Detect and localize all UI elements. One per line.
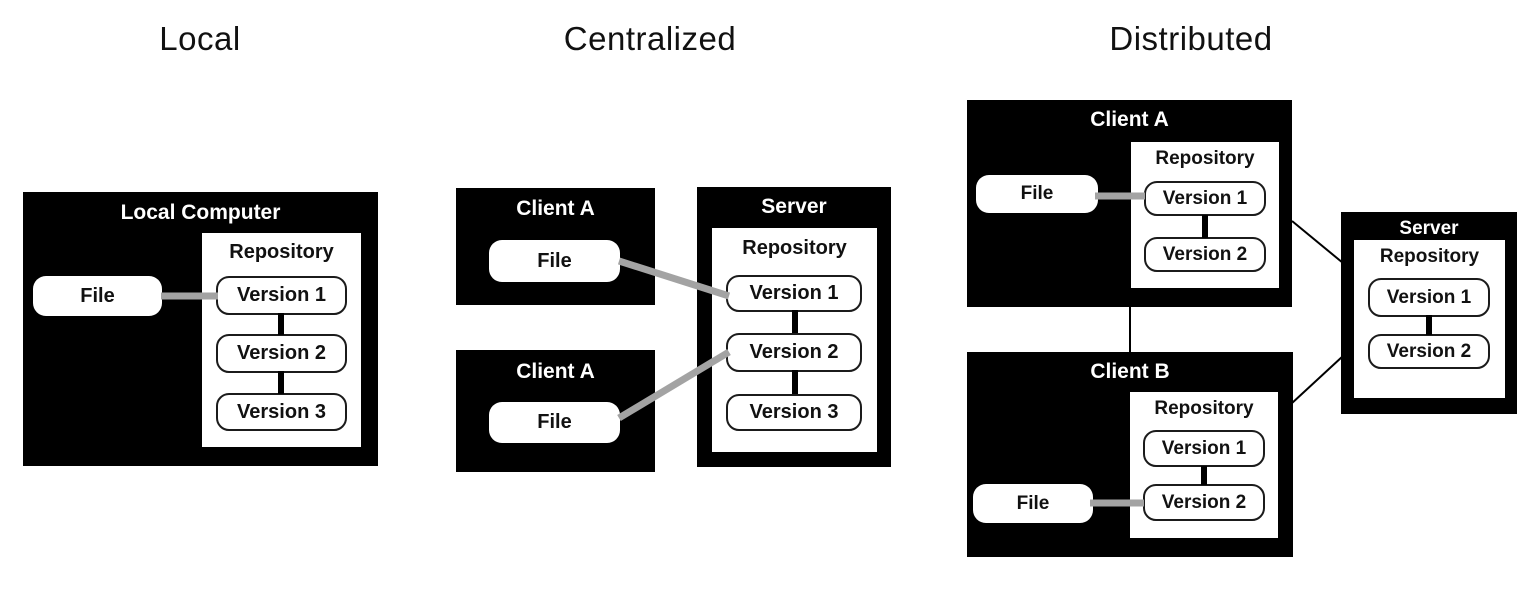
centralized-client-top-box: Client A File: [456, 188, 655, 305]
local-repository-label: Repository: [229, 241, 334, 263]
local-file-node: File: [33, 276, 162, 316]
distributed-server-version-2-node: Version 2: [1368, 334, 1490, 369]
distributed-client-b-file-node: File: [973, 484, 1093, 523]
distributed-server-version-1-node: Version 1: [1368, 278, 1490, 317]
distributed-clienta-server-link: [1291, 220, 1344, 264]
centralized-version-1-node: Version 1: [726, 275, 862, 312]
centralized-repository-panel: Repository Version 1 Version 2 Version 3: [712, 228, 877, 452]
local-version-2-node: Version 2: [216, 334, 347, 373]
local-computer-label: Local Computer: [120, 201, 281, 224]
distributed-server-repository-panel: Repository Version 1 Version 2: [1354, 240, 1505, 398]
distributed-client-b-box: Client B Repository Version 1 Version 2 …: [967, 352, 1293, 557]
distributed-client-a-repository-label: Repository: [1155, 148, 1255, 169]
distributed-server-label: Server: [1399, 218, 1459, 239]
distributed-client-b-version-2-node: Version 2: [1143, 484, 1265, 521]
centralized-section-title: Centralized: [563, 20, 737, 57]
local-version-3-node: Version 3: [216, 393, 347, 431]
distributed-client-b-version-1-node: Version 1: [1143, 430, 1265, 467]
centralized-client-bottom-file-node: File: [489, 402, 620, 443]
local-computer-box: Local Computer Repository Version 1 Vers…: [23, 192, 378, 466]
local-repository-panel: Repository Version 1 Version 2 Version 3: [202, 233, 361, 447]
distributed-server-box: Server Repository Version 1 Version 2: [1341, 212, 1517, 414]
distributed-client-b-repository-panel: Repository Version 1 Version 2: [1130, 392, 1278, 538]
local-section-title: Local: [159, 20, 241, 57]
distributed-client-a-repository-panel: Repository Version 1 Version 2: [1131, 142, 1279, 288]
distributed-client-a-box: Client A Repository Version 1 Version 2 …: [967, 100, 1292, 307]
distributed-client-a-file-node: File: [976, 175, 1098, 213]
centralized-server-box: Server Repository Version 1 Version 2 Ve…: [697, 187, 891, 467]
distributed-client-b-repository-label: Repository: [1154, 398, 1254, 419]
distributed-client-a-label: Client A: [1090, 108, 1169, 131]
centralized-client-bottom-box: Client A File: [456, 350, 655, 472]
centralized-version-2-node: Version 2: [726, 333, 862, 372]
centralized-server-label: Server: [761, 195, 827, 218]
centralized-client-top-file-node: File: [489, 240, 620, 282]
distributed-server-repository-label: Repository: [1379, 246, 1480, 267]
distributed-client-a-version-1-node: Version 1: [1144, 181, 1266, 216]
centralized-client-top-label: Client A: [516, 197, 595, 220]
centralized-repository-label: Repository: [742, 237, 847, 259]
centralized-version-3-node: Version 3: [726, 394, 862, 431]
centralized-client-bottom-label: Client A: [516, 360, 595, 383]
distributed-client-b-label: Client B: [1090, 360, 1170, 383]
distributed-client-a-version-2-node: Version 2: [1144, 237, 1266, 272]
distributed-clientb-server-link: [1290, 355, 1344, 405]
distributed-section-title: Distributed: [1109, 20, 1273, 57]
local-version-1-node: Version 1: [216, 276, 347, 315]
